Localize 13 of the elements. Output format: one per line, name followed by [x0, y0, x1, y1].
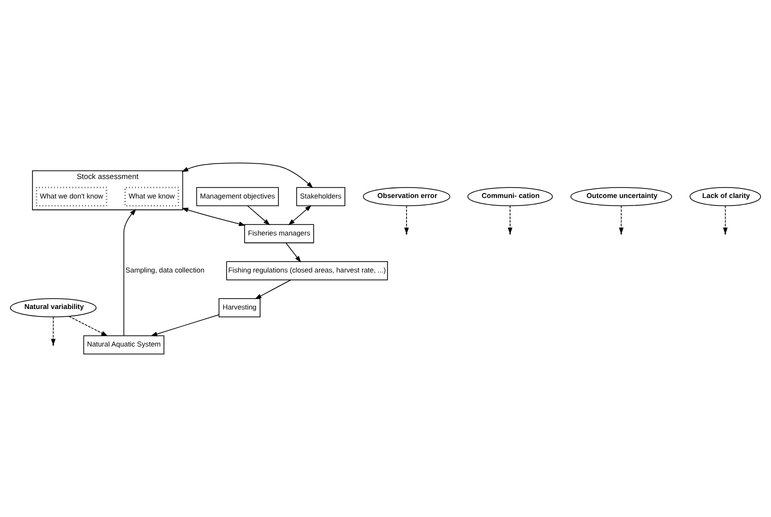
arrow	[723, 205, 728, 234]
arrow	[288, 205, 312, 226]
arrow	[182, 162, 314, 188]
arrow	[618, 205, 624, 234]
arrow	[286, 242, 302, 262]
arrow	[150, 314, 220, 336]
arrow	[254, 279, 292, 300]
arrow	[123, 208, 136, 336]
arrow	[404, 205, 409, 234]
arrow	[182, 208, 246, 226]
arrow	[247, 205, 270, 226]
arrow	[68, 316, 108, 336]
arrow	[508, 205, 512, 234]
